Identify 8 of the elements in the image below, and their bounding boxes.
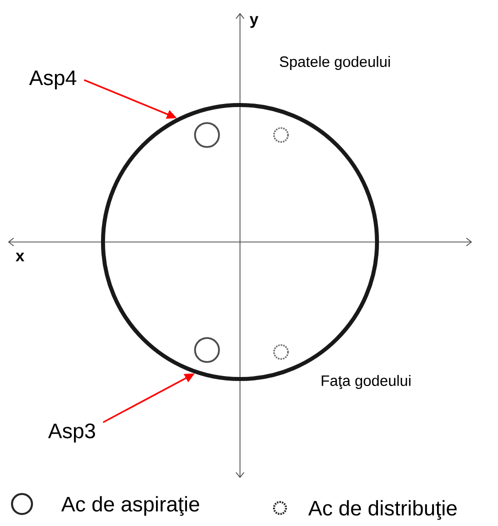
callout-label: Asp4 <box>29 70 76 90</box>
legend-label: Ac de distribuţie <box>308 500 457 520</box>
region-label: Spatele godeului <box>280 56 390 70</box>
axis-label: y <box>250 16 258 28</box>
region-label: Faţa godeului <box>322 374 410 390</box>
legend-label: Ac de aspiraţie <box>61 496 200 516</box>
axis-label: x <box>16 252 24 262</box>
callout-label: Asp3 <box>48 424 95 443</box>
